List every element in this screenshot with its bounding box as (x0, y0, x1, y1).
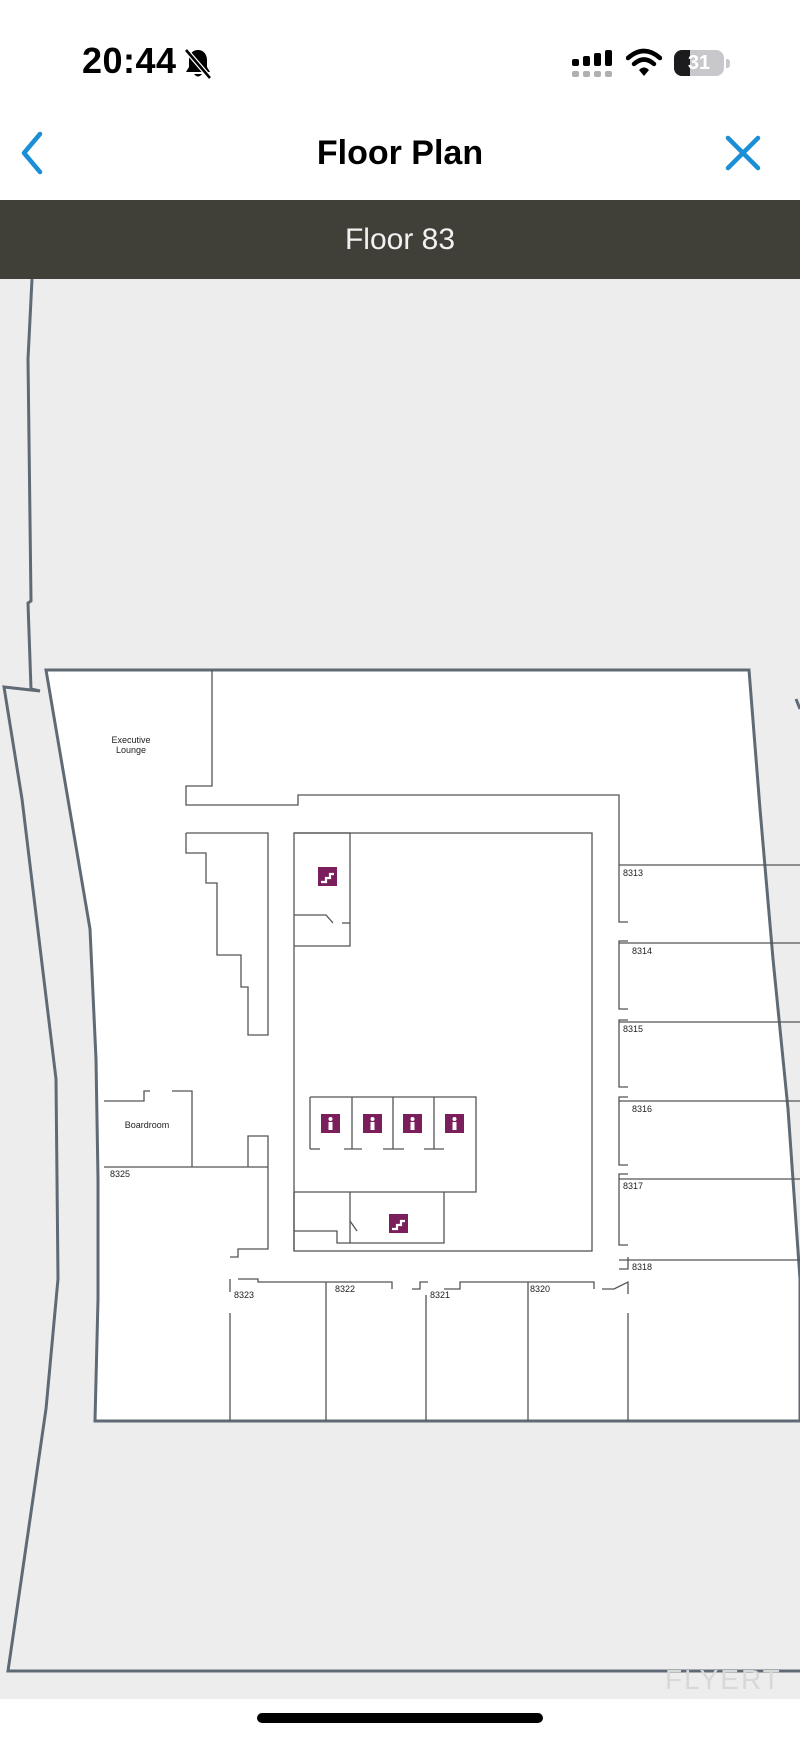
room-label-8315[interactable]: 8315 (623, 1024, 643, 1034)
room-label-8316[interactable]: 8316 (632, 1104, 652, 1114)
elevator-icon[interactable] (321, 1114, 340, 1133)
wifi-icon (626, 48, 662, 76)
room-label-8325[interactable]: 8325 (110, 1169, 130, 1179)
battery-cap (726, 59, 730, 68)
room-label-8321[interactable]: 8321 (430, 1290, 450, 1300)
status-bar: 20:44 31 (0, 0, 800, 110)
battery-body: 31 (674, 50, 724, 76)
battery-level: 31 (687, 52, 711, 74)
room-label-executive-lounge-2[interactable]: Lounge (116, 745, 146, 755)
room-label-8322[interactable]: 8322 (335, 1284, 355, 1294)
floor-slab[interactable] (44, 668, 800, 1423)
room-label-8320[interactable]: 8320 (530, 1284, 550, 1294)
interior-walls (104, 670, 800, 1421)
battery-fill (674, 50, 690, 76)
home-indicator[interactable] (257, 1713, 543, 1723)
room-label-8323[interactable]: 8323 (234, 1290, 254, 1300)
nav-bar: Floor Plan (0, 110, 800, 200)
room-label-executive-lounge[interactable]: Executive (111, 735, 150, 745)
stairs-icon[interactable] (318, 867, 337, 886)
watermark: FLYERT (665, 1664, 782, 1695)
elevator-icon[interactable] (403, 1114, 422, 1133)
elevator-icon[interactable] (363, 1114, 382, 1133)
room-label-8318[interactable]: 8318 (632, 1262, 652, 1272)
room-label-8313[interactable]: 8313 (623, 868, 643, 878)
floor-header: Floor 83 (0, 200, 800, 279)
close-button[interactable] (718, 128, 768, 178)
chevron-left-icon (21, 131, 43, 175)
room-label-boardroom[interactable]: Boardroom (125, 1120, 170, 1130)
stairs-icon[interactable] (389, 1214, 408, 1233)
floor-map[interactable]: Executive Lounge Boardroom 8313 8314 831… (0, 279, 800, 1699)
room-label-8317[interactable]: 8317 (623, 1181, 643, 1191)
page-title: Floor Plan (316, 134, 484, 172)
room-label-8314[interactable]: 8314 (632, 946, 652, 956)
cellular-signal-icon (572, 50, 612, 77)
right-wall-fragment (794, 698, 800, 710)
close-icon (725, 135, 761, 171)
elevator-icon[interactable] (445, 1114, 464, 1133)
status-time: 20:44 (82, 40, 177, 81)
outer-wall (2, 279, 800, 1673)
back-button[interactable] (10, 128, 60, 178)
bell-slash-icon (184, 48, 212, 80)
battery-icon: 31 (674, 50, 732, 78)
